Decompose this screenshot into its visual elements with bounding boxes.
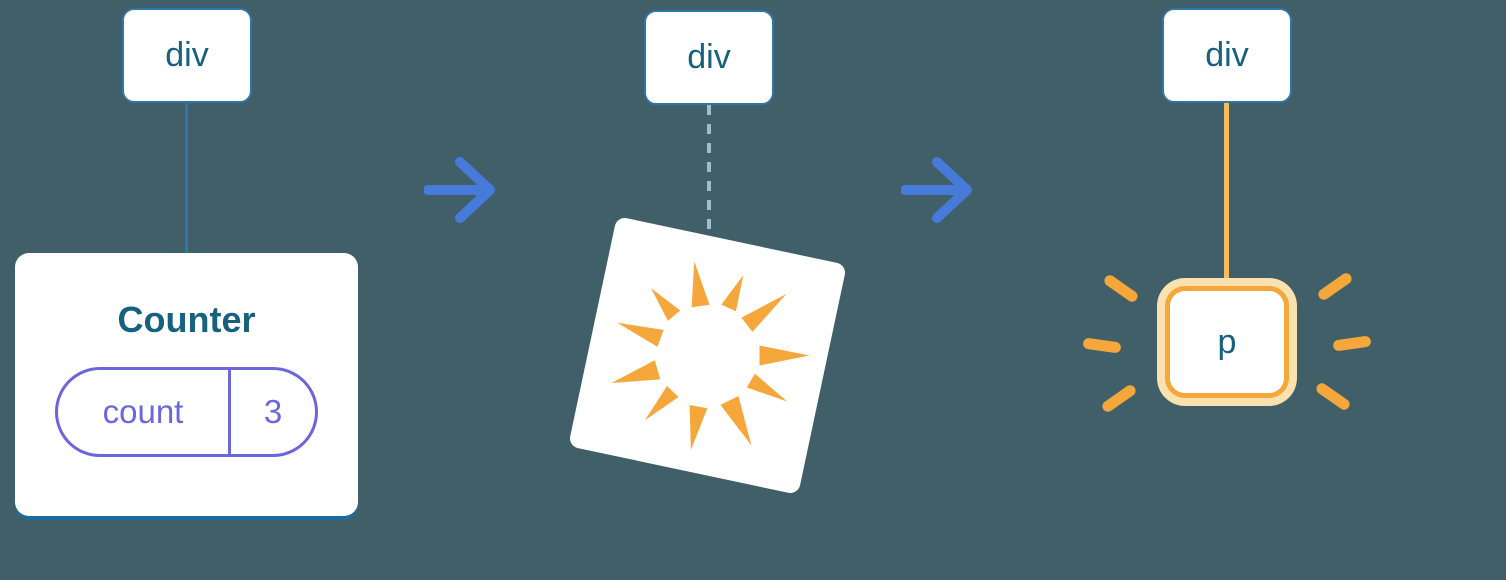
- edge-dashed-blue: [707, 105, 711, 233]
- tree-node-p: p: [1165, 286, 1289, 398]
- spark-icon: [1314, 381, 1352, 412]
- poof-burst-icon: [611, 261, 810, 451]
- spark-icon: [1100, 383, 1138, 414]
- arrow-right-icon: [424, 157, 495, 223]
- node-label: div: [165, 36, 209, 74]
- poof-card: [568, 216, 847, 495]
- state-value-label: 3: [263, 393, 283, 430]
- spark-icon: [1102, 273, 1140, 304]
- arrow-right-icon: [901, 157, 972, 223]
- node-label: div: [687, 38, 731, 76]
- highlight-ring: p: [1157, 278, 1297, 406]
- edge-solid-orange: [1224, 103, 1229, 288]
- tree-node-div-during: div: [644, 10, 774, 105]
- state-pill: count 3: [55, 367, 318, 457]
- spark-icon: [1082, 337, 1122, 354]
- component-title: Counter: [117, 299, 256, 340]
- tree-node-div-before: div: [122, 8, 252, 103]
- spark-icon: [1332, 335, 1372, 352]
- state-key-label: count: [58, 370, 231, 454]
- edge-solid-blue: [185, 103, 188, 253]
- node-label: p: [1217, 322, 1237, 361]
- counter-component-card: Counter count 3: [15, 253, 358, 516]
- tree-node-div-after: div: [1162, 8, 1292, 103]
- spark-icon: [1316, 271, 1354, 302]
- node-label: div: [1205, 36, 1249, 74]
